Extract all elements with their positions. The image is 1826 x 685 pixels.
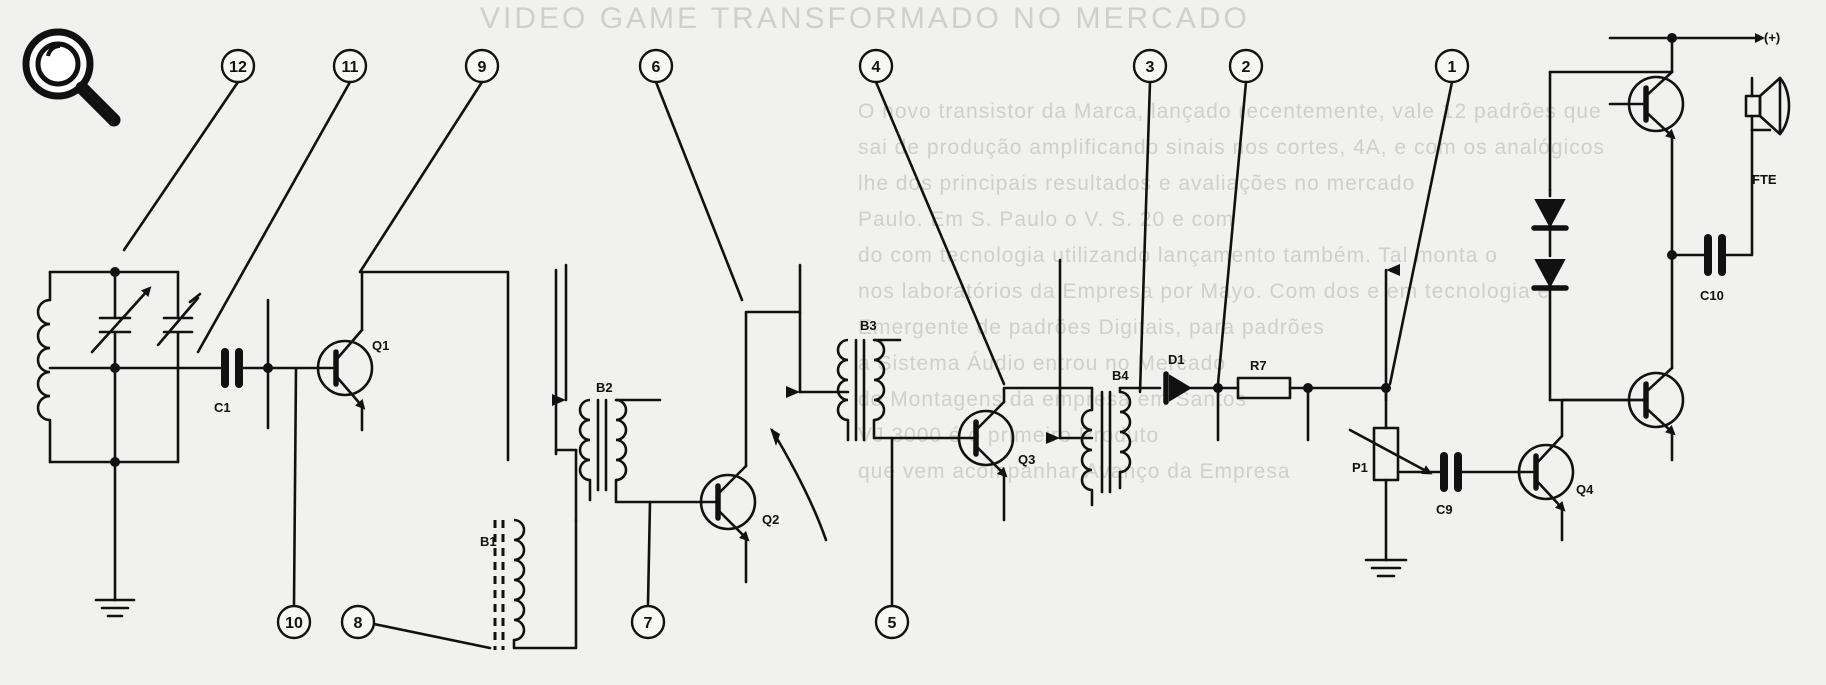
label-b3: B3 xyxy=(860,318,877,333)
resistor-r7: R7 xyxy=(1213,358,1388,442)
callout-2: 2 xyxy=(1228,48,1264,84)
callout-number: 1 xyxy=(1448,59,1457,76)
background-line: Emergente de padrões Digitais, para padr… xyxy=(858,316,1325,339)
background-line: sai de produção amplificando sinais nos … xyxy=(858,136,1605,159)
callout-number: 6 xyxy=(652,59,661,76)
label-fte: FTE xyxy=(1752,172,1777,187)
callout-1: 1 xyxy=(1434,48,1470,84)
background-line: nos laboratórios da Empresa por Mayo. Co… xyxy=(858,280,1551,303)
label-c1: C1 xyxy=(214,400,231,415)
background-line: de Montagens da empresa em Santos xyxy=(858,388,1248,411)
callout-7: 7 xyxy=(630,604,666,640)
transformer-b4: B4 xyxy=(1046,258,1162,507)
label-r7: R7 xyxy=(1250,358,1267,373)
callout-number: 7 xyxy=(644,615,653,632)
label-b1: B1 xyxy=(480,534,497,549)
background-line: Paulo. Em S. Paulo o V. S. 20 e com xyxy=(858,208,1235,231)
background-line: O novo transistor da Marca, lançado rece… xyxy=(858,100,1602,123)
label-d1: D1 xyxy=(1168,352,1185,367)
background-line: a Sistema Áudio entrou no Mercado xyxy=(858,352,1227,375)
callout-number: 11 xyxy=(342,59,359,76)
background-line: do com tecnologia utilizando lançamento … xyxy=(858,244,1498,267)
label-q2: Q2 xyxy=(762,512,779,527)
label-c9: C9 xyxy=(1436,502,1453,517)
transistor-q3: Q3 xyxy=(956,386,1094,522)
callout-6: 6 xyxy=(638,48,674,84)
callout-number: 9 xyxy=(478,59,487,76)
coil-b1: B1 xyxy=(480,518,578,650)
output-stage: (+) C10 xyxy=(1531,30,1791,462)
label-c10: C10 xyxy=(1700,288,1724,303)
label-p1: P1 xyxy=(1352,460,1368,475)
callout-number: 2 xyxy=(1242,59,1251,76)
transistor-q2: Q2 xyxy=(699,310,828,584)
callout-leaders xyxy=(122,80,1454,650)
diode-d1: D1 xyxy=(1163,352,1240,405)
callout-11: 11 xyxy=(332,48,368,84)
callout-number: 5 xyxy=(888,615,897,632)
background-line: que vem acompanhar Avanço da Empresa xyxy=(858,460,1291,483)
label-b2: B2 xyxy=(596,380,613,395)
capacitor-c9: C9 xyxy=(1436,452,1522,517)
magnifier-icon[interactable] xyxy=(14,20,126,132)
callout-number: 10 xyxy=(285,615,303,632)
label-q3: Q3 xyxy=(1018,452,1035,467)
callout-9: 9 xyxy=(464,48,500,84)
callout-8: 8 xyxy=(340,604,376,640)
capacitor-c1: C1 xyxy=(214,298,320,430)
callout-10: 10 xyxy=(276,604,312,640)
transistor-q1: Q1 xyxy=(316,270,510,462)
callout-number: 8 xyxy=(354,615,363,632)
transformer-b2: B2 xyxy=(552,263,704,522)
potentiometer-p1: P1 xyxy=(1348,264,1442,578)
background-heading: VIDEO GAME TRANSFORMADO NO MERCADO xyxy=(480,2,1250,35)
supply-label: (+) xyxy=(1764,30,1780,45)
background-line: lhe dos principais resultados e avaliaçõ… xyxy=(858,172,1416,195)
callout-5: 5 xyxy=(874,604,910,640)
tank-circuit xyxy=(36,267,222,618)
callout-number: 3 xyxy=(1146,59,1155,76)
callout-3: 3 xyxy=(1132,48,1168,84)
label-q4: Q4 xyxy=(1576,482,1594,497)
callout-12: 12 xyxy=(220,48,256,84)
callout-number: 12 xyxy=(229,59,247,76)
callout-4: 4 xyxy=(858,48,894,84)
label-b4: B4 xyxy=(1112,368,1129,383)
transformer-b3: B3 xyxy=(786,263,960,442)
transistor-q4: Q4 xyxy=(1517,398,1648,542)
callout-number: 4 xyxy=(872,59,881,76)
label-q1: Q1 xyxy=(372,338,389,353)
